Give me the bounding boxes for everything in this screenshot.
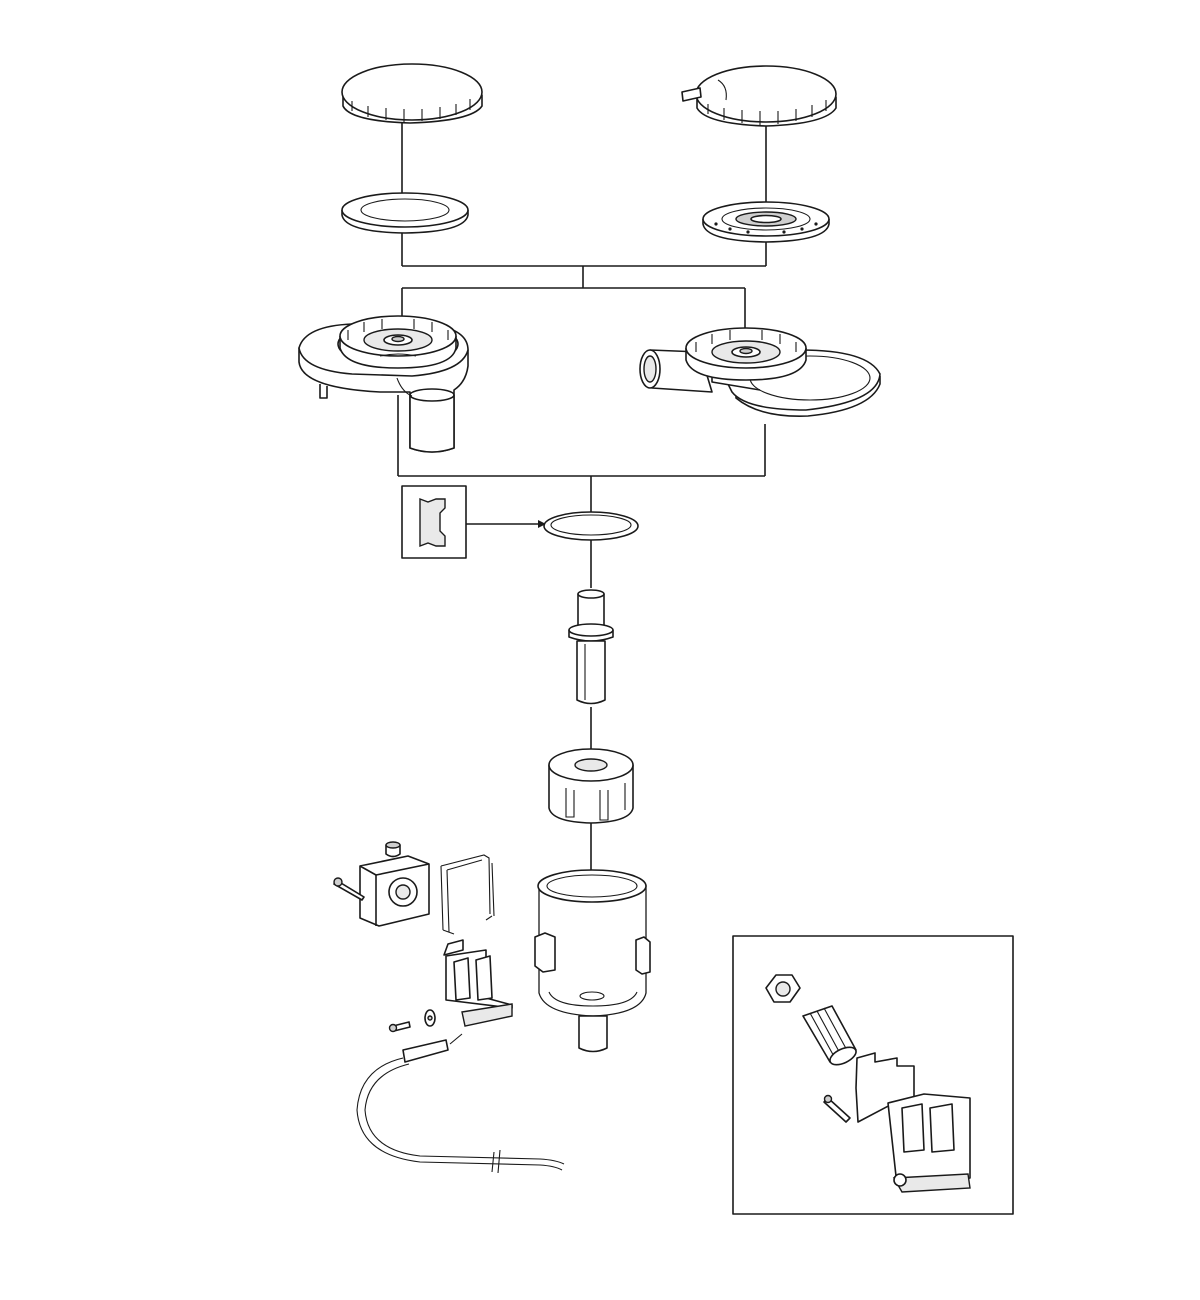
sensor-bracket (444, 940, 512, 1026)
reservoir-body (535, 870, 650, 1052)
inset-nut (766, 975, 800, 1002)
o-ring-profile-detail (402, 486, 466, 558)
leader-lines (398, 122, 766, 880)
spigot-nut (549, 749, 633, 823)
reservoir-cap-plain (342, 64, 482, 123)
cap-seal-with-valve (703, 202, 829, 242)
reservoir-top-right (640, 328, 880, 416)
sensor-retaining-clip (441, 855, 494, 934)
detail-inset-sensor-bracket (733, 936, 1013, 1214)
inset-screw (824, 1096, 850, 1123)
grommet (425, 1010, 435, 1026)
inset-bracket (856, 1053, 970, 1192)
screw (390, 1022, 411, 1032)
fluid-level-sensor (334, 842, 429, 926)
reservoir-spigot (569, 590, 613, 704)
reservoir-cap-with-vent (682, 66, 836, 126)
sensor-cable (357, 1034, 564, 1173)
o-ring (544, 512, 638, 540)
reservoir-top-left (299, 316, 468, 452)
inset-knurled-sleeve (803, 1006, 859, 1068)
cap-seal-plain (342, 193, 468, 233)
